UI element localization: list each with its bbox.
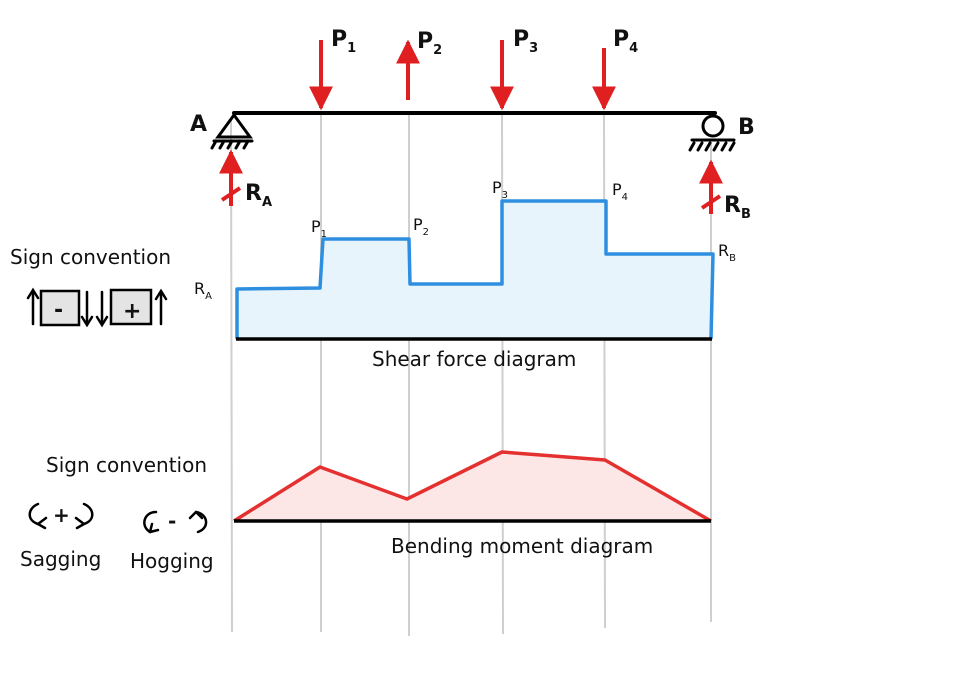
reaction-tick-a — [220, 186, 242, 202]
shear-label-p2: P2 — [413, 215, 429, 238]
reaction-arrows — [219, 149, 723, 214]
shear-negative-box — [39, 289, 81, 327]
shear-label-p1: P1 — [311, 217, 327, 240]
hogging-icon — [143, 510, 208, 534]
moment-sign-convention-title: Sign convention — [46, 453, 207, 477]
shear-sign-convention-symbols — [26, 287, 168, 328]
reaction-label-a: RA — [245, 181, 272, 210]
shear-sign-convention-title: Sign convention — [10, 245, 171, 269]
shear-fill — [237, 201, 713, 339]
sagging-symbol: + — [53, 503, 70, 527]
shear-line — [235, 199, 715, 340]
support-label-a: A — [190, 112, 207, 137]
hogging-label: Hogging — [130, 549, 214, 573]
load-label-p1: P1 — [331, 27, 356, 56]
shear-positive-symbol: + — [123, 299, 141, 324]
sagging-label: Sagging — [20, 547, 101, 571]
shear-label-p3: P3 — [492, 178, 508, 201]
moment-caption: Bending moment diagram — [391, 534, 653, 558]
reaction-label-b: RB — [724, 193, 751, 222]
shear-positive-box — [109, 288, 153, 326]
load-label-p4: P4 — [613, 27, 638, 56]
shear-negative-symbol: - — [54, 298, 63, 323]
support-label-b: B — [738, 115, 755, 140]
hogging-symbol: - — [168, 509, 176, 533]
load-label-p3: P3 — [513, 27, 538, 56]
shear-label-p4: P4 — [612, 180, 628, 203]
load-label-p2: P2 — [417, 29, 442, 58]
load-arrows — [309, 39, 616, 111]
shear-label-ra: RA — [194, 279, 212, 302]
guide-line-p3 — [501, 111, 504, 635]
moment-fill — [234, 452, 711, 521]
guide-lines — [230, 111, 712, 636]
moment-line — [233, 450, 712, 523]
guide-line-p4 — [603, 111, 606, 629]
reaction-tick-b — [700, 194, 722, 210]
shear-caption: Shear force diagram — [372, 347, 576, 371]
roller-support-b — [688, 114, 736, 152]
shear-label-rb: RB — [718, 241, 736, 264]
pin-support-a — [210, 112, 254, 150]
sagging-icon — [28, 502, 94, 530]
